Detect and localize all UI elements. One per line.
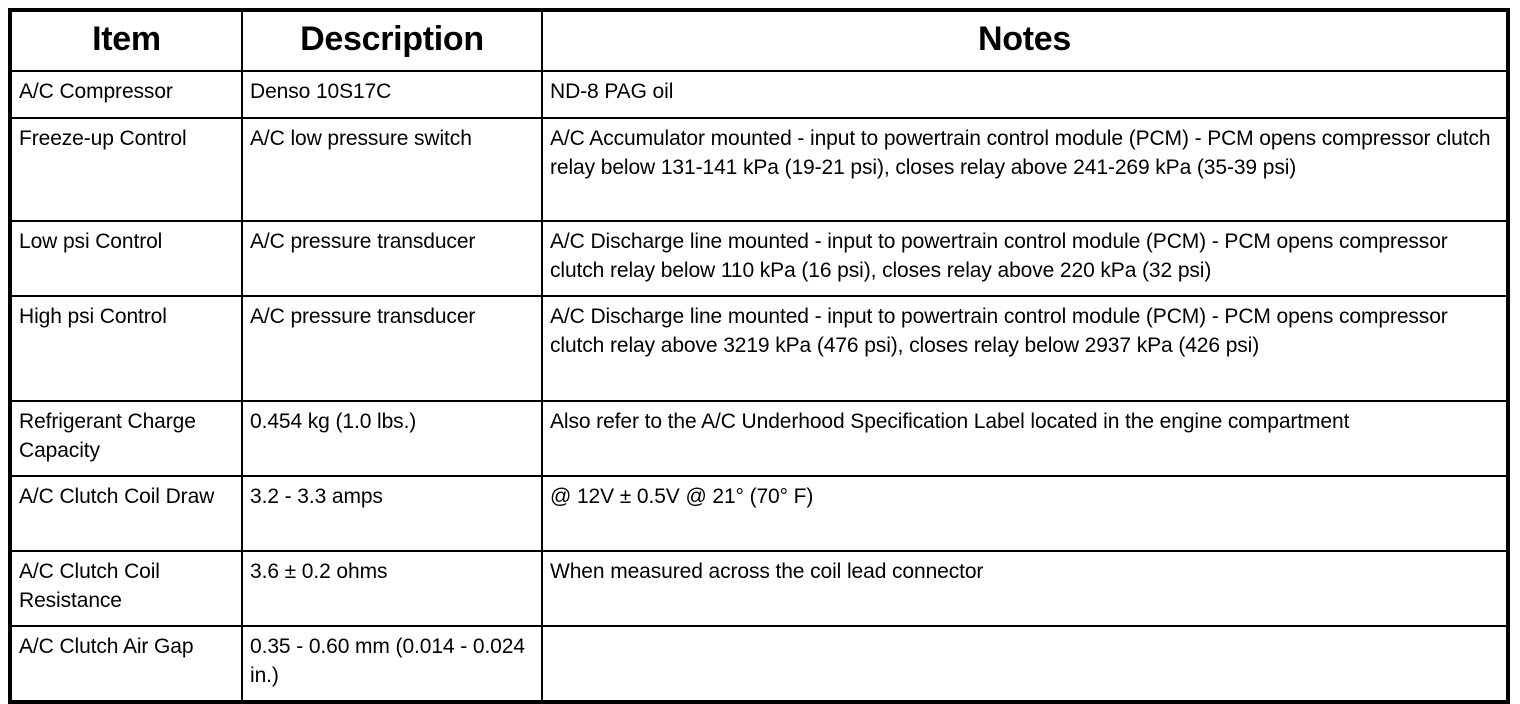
cell-item: A/C Compressor: [9, 70, 243, 119]
notes-text: Also refer to the A/C Underhood Specific…: [550, 410, 1350, 433]
cell-item: Low psi Control: [9, 220, 243, 297]
cell-notes: @ 12V ± 0.5V @ 21° (70° F): [541, 475, 1509, 552]
cell-item: A/C Clutch Coil Draw: [9, 475, 243, 552]
table-row: A/C Clutch Coil Draw 3.2 - 3.3 amps @ 12…: [9, 475, 1509, 552]
notes-text: A/C Discharge line mounted - input to po…: [550, 230, 1454, 282]
cell-description: A/C low pressure switch: [241, 117, 543, 222]
column-header-description: Description: [241, 9, 543, 72]
cell-description: 3.6 ± 0.2 ohms: [241, 550, 543, 627]
description-text: 0.454 kg (1.0 lbs.): [250, 410, 417, 433]
table-row: A/C Clutch Coil Resistance 3.6 ± 0.2 ohm…: [9, 550, 1509, 627]
cell-notes: A/C Discharge line mounted - input to po…: [541, 220, 1509, 297]
ac-specification-table: Item Description Notes A/C Compressor De…: [8, 8, 1510, 704]
table-row: Refrigerant Charge Capacity 0.454 kg (1.…: [9, 400, 1509, 477]
cell-item: A/C Clutch Coil Resistance: [9, 550, 243, 627]
cell-description: A/C pressure transducer: [241, 295, 543, 402]
item-text: A/C Clutch Coil Resistance: [19, 560, 166, 612]
description-text: A/C pressure transducer: [250, 230, 476, 253]
table-header: Item Description Notes: [9, 9, 1509, 72]
cell-item: Refrigerant Charge Capacity: [9, 400, 243, 477]
notes-text: ND-8 PAG oil: [550, 80, 674, 103]
cell-notes: ND-8 PAG oil: [541, 70, 1509, 119]
cell-item: Freeze-up Control: [9, 117, 243, 222]
cell-description: 0.454 kg (1.0 lbs.): [241, 400, 543, 477]
table-body: A/C Compressor Denso 10S17C ND-8 PAG oil…: [9, 70, 1509, 703]
cell-item: High psi Control: [9, 295, 243, 402]
column-header-notes: Notes: [541, 9, 1509, 72]
item-text: A/C Clutch Coil Draw: [19, 485, 215, 508]
notes-text: A/C Discharge line mounted - input to po…: [550, 305, 1454, 357]
item-text: Low psi Control: [19, 230, 163, 253]
description-text: A/C pressure transducer: [250, 305, 476, 328]
document-page: Item Description Notes A/C Compressor De…: [8, 8, 1510, 704]
item-text: A/C Clutch Air Gap: [19, 635, 194, 658]
column-header-item: Item: [9, 9, 243, 72]
description-text: 3.6 ± 0.2 ohms: [250, 560, 388, 583]
table-row: A/C Compressor Denso 10S17C ND-8 PAG oil: [9, 70, 1509, 119]
cell-notes: Also refer to the A/C Underhood Specific…: [541, 400, 1509, 477]
table-row: Low psi Control A/C pressure transducer …: [9, 220, 1509, 297]
table-row: A/C Clutch Air Gap 0.35 - 0.60 mm (0.014…: [9, 625, 1509, 703]
cell-description: Denso 10S17C: [241, 70, 543, 119]
table-row: High psi Control A/C pressure transducer…: [9, 295, 1509, 402]
cell-notes: [541, 625, 1509, 703]
table-row: Freeze-up Control A/C low pressure switc…: [9, 117, 1509, 222]
notes-text: @ 12V ± 0.5V @ 21° (70° F): [550, 485, 814, 508]
description-text: 3.2 - 3.3 amps: [250, 485, 383, 508]
notes-text: A/C Accumulator mounted - input to power…: [550, 127, 1497, 179]
cell-notes: A/C Discharge line mounted - input to po…: [541, 295, 1509, 402]
item-text: Refrigerant Charge Capacity: [19, 410, 202, 462]
description-text: A/C low pressure switch: [250, 127, 472, 150]
cell-notes: When measured across the coil lead conne…: [541, 550, 1509, 627]
description-text: 0.35 - 0.60 mm (0.014 - 0.024 in.): [250, 635, 531, 687]
description-text: Denso 10S17C: [250, 80, 392, 103]
item-text: Freeze-up Control: [19, 127, 187, 150]
cell-item: A/C Clutch Air Gap: [9, 625, 243, 703]
item-text: A/C Compressor: [19, 80, 173, 103]
notes-text: When measured across the coil lead conne…: [550, 560, 984, 583]
cell-description: 0.35 - 0.60 mm (0.014 - 0.024 in.): [241, 625, 543, 703]
table-header-row: Item Description Notes: [9, 9, 1509, 72]
cell-description: 3.2 - 3.3 amps: [241, 475, 543, 552]
cell-description: A/C pressure transducer: [241, 220, 543, 297]
cell-notes: A/C Accumulator mounted - input to power…: [541, 117, 1509, 222]
item-text: High psi Control: [19, 305, 167, 328]
